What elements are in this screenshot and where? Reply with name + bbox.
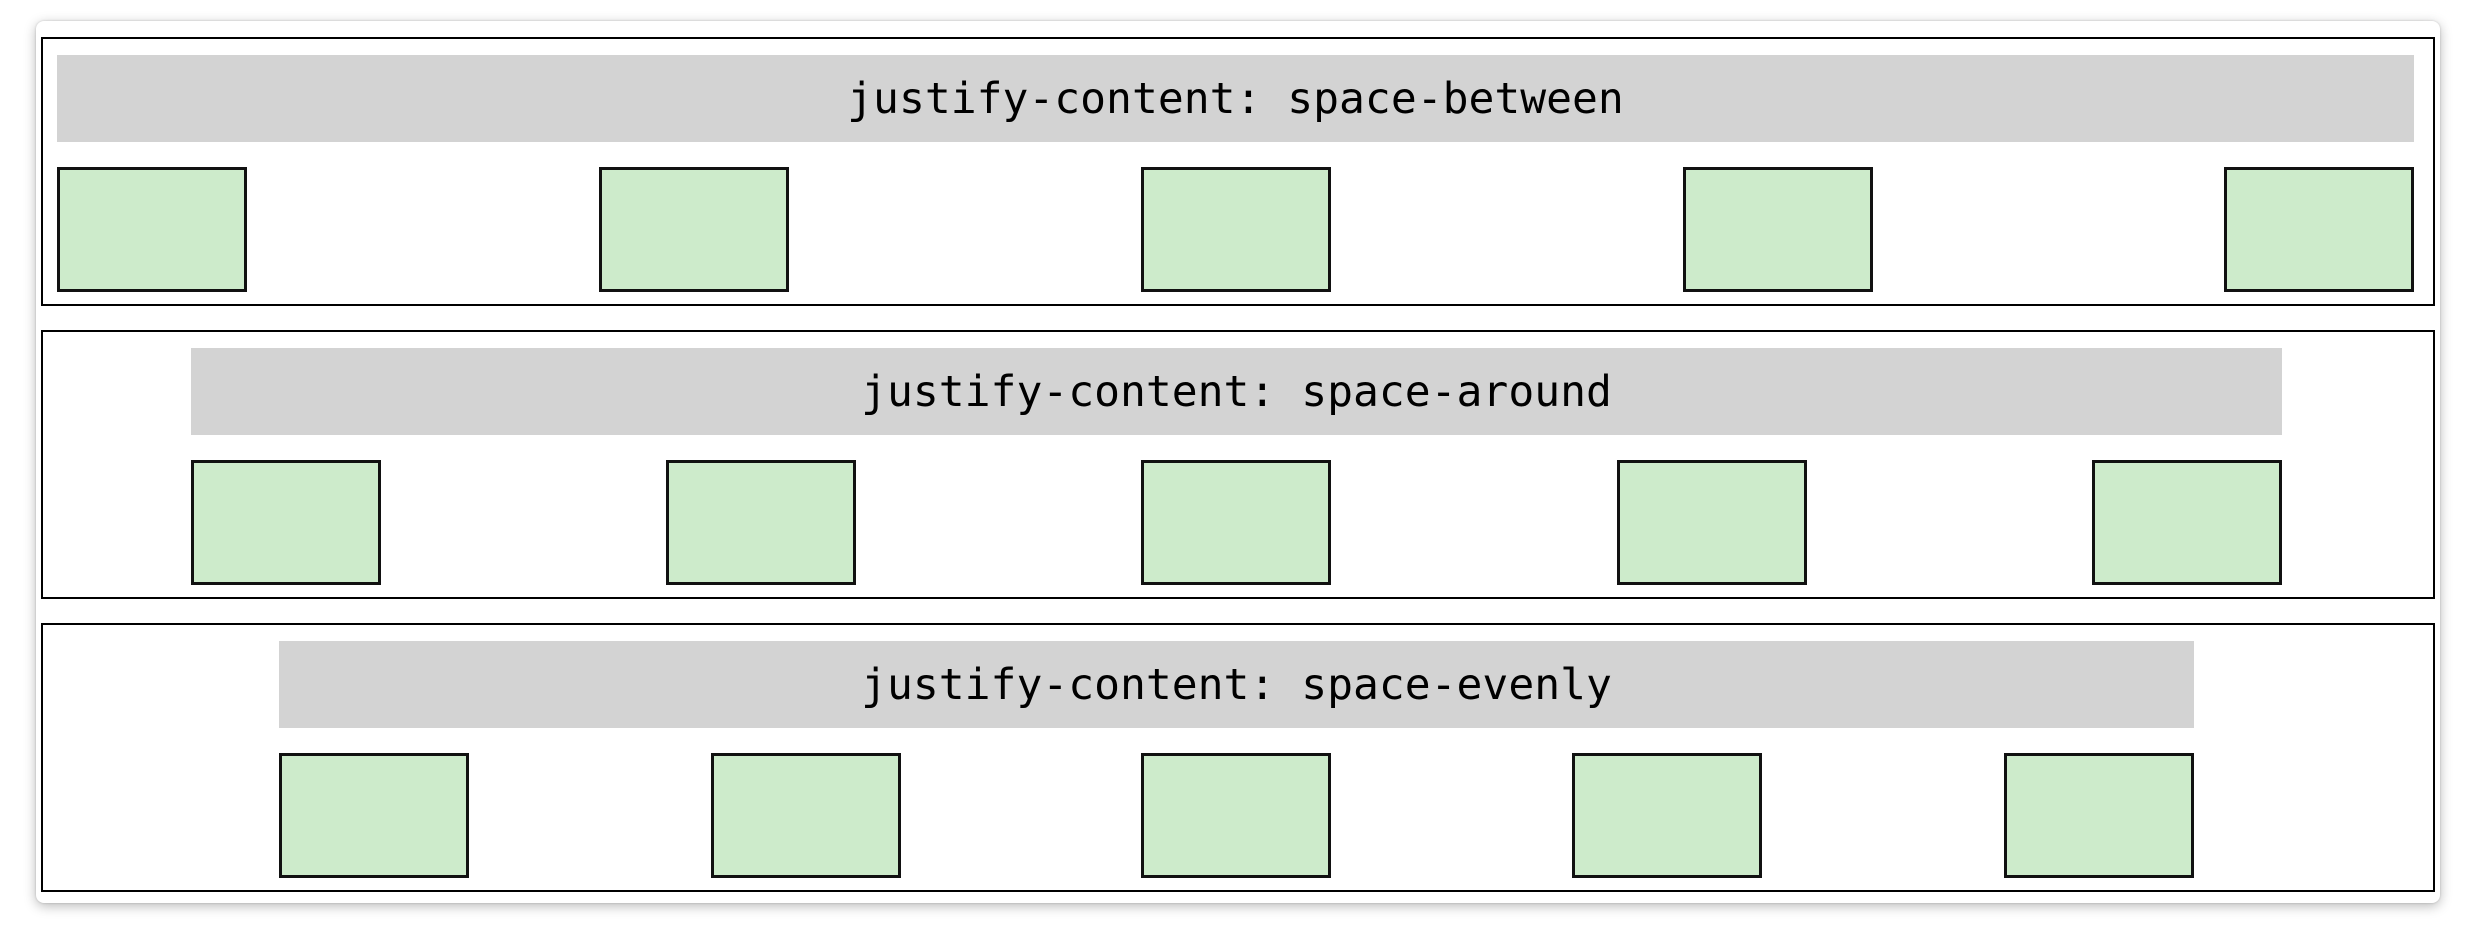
- flex-item-5: [2092, 460, 2282, 585]
- flex-item-2: [599, 167, 789, 292]
- flex-item-1: [279, 753, 469, 878]
- panel-title: justify-content: space-around: [191, 348, 2282, 435]
- flex-item-3: [1141, 167, 1331, 292]
- flex-item-4: [1617, 460, 1807, 585]
- panel-space-between: justify-content: space-between: [41, 37, 2435, 306]
- flex-item-4: [1572, 753, 1762, 878]
- panel-title: justify-content: space-between: [57, 55, 2414, 142]
- diagram-canvas: justify-content: space-between justify-c…: [36, 21, 2440, 903]
- flex-item-1: [57, 167, 247, 292]
- panel-space-evenly: justify-content: space-evenly: [41, 623, 2435, 892]
- flex-item-2: [666, 460, 856, 585]
- panel-space-around: justify-content: space-around: [41, 330, 2435, 599]
- flex-item-4: [1683, 167, 1873, 292]
- flex-item-3: [1141, 753, 1331, 878]
- panel-title: justify-content: space-evenly: [279, 641, 2194, 728]
- flex-item-5: [2004, 753, 2194, 878]
- flex-item-2: [711, 753, 901, 878]
- flex-item-1: [191, 460, 381, 585]
- flex-item-3: [1141, 460, 1331, 585]
- flex-item-5: [2224, 167, 2414, 292]
